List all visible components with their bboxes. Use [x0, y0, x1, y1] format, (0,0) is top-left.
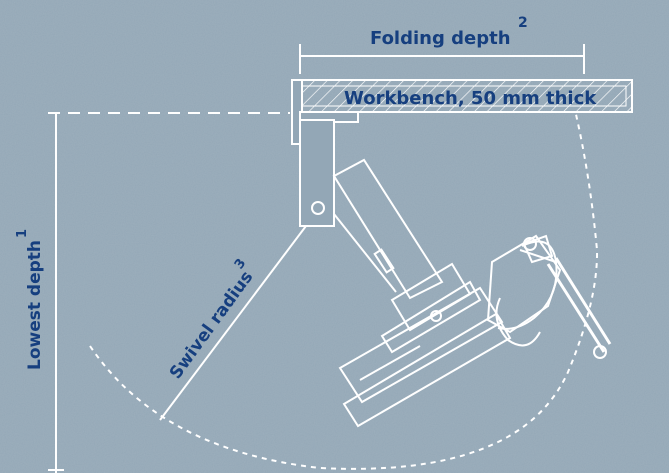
swivel-arm [332, 158, 444, 300]
swivel-radius-arc [89, 109, 599, 470]
swivel-radius-line [159, 209, 319, 421]
folding-depth-dimension [299, 44, 585, 74]
workbench-label: Workbench, 50 mm thick [344, 88, 597, 109]
workbench [291, 79, 633, 113]
folding-depth-label: Folding depth 2 [370, 15, 528, 49]
lowest-depth-dimension [48, 112, 290, 473]
lowest-depth-text: Lowest depth [25, 240, 45, 370]
lowest-depth-note: 1 [15, 229, 30, 238]
bench-vise [338, 234, 612, 428]
mounting-bracket [291, 79, 359, 227]
folding-depth-note: 2 [518, 15, 528, 31]
folding-depth-text: Folding depth [370, 28, 511, 49]
lowest-depth-label: Lowest depth 1 [15, 229, 45, 370]
